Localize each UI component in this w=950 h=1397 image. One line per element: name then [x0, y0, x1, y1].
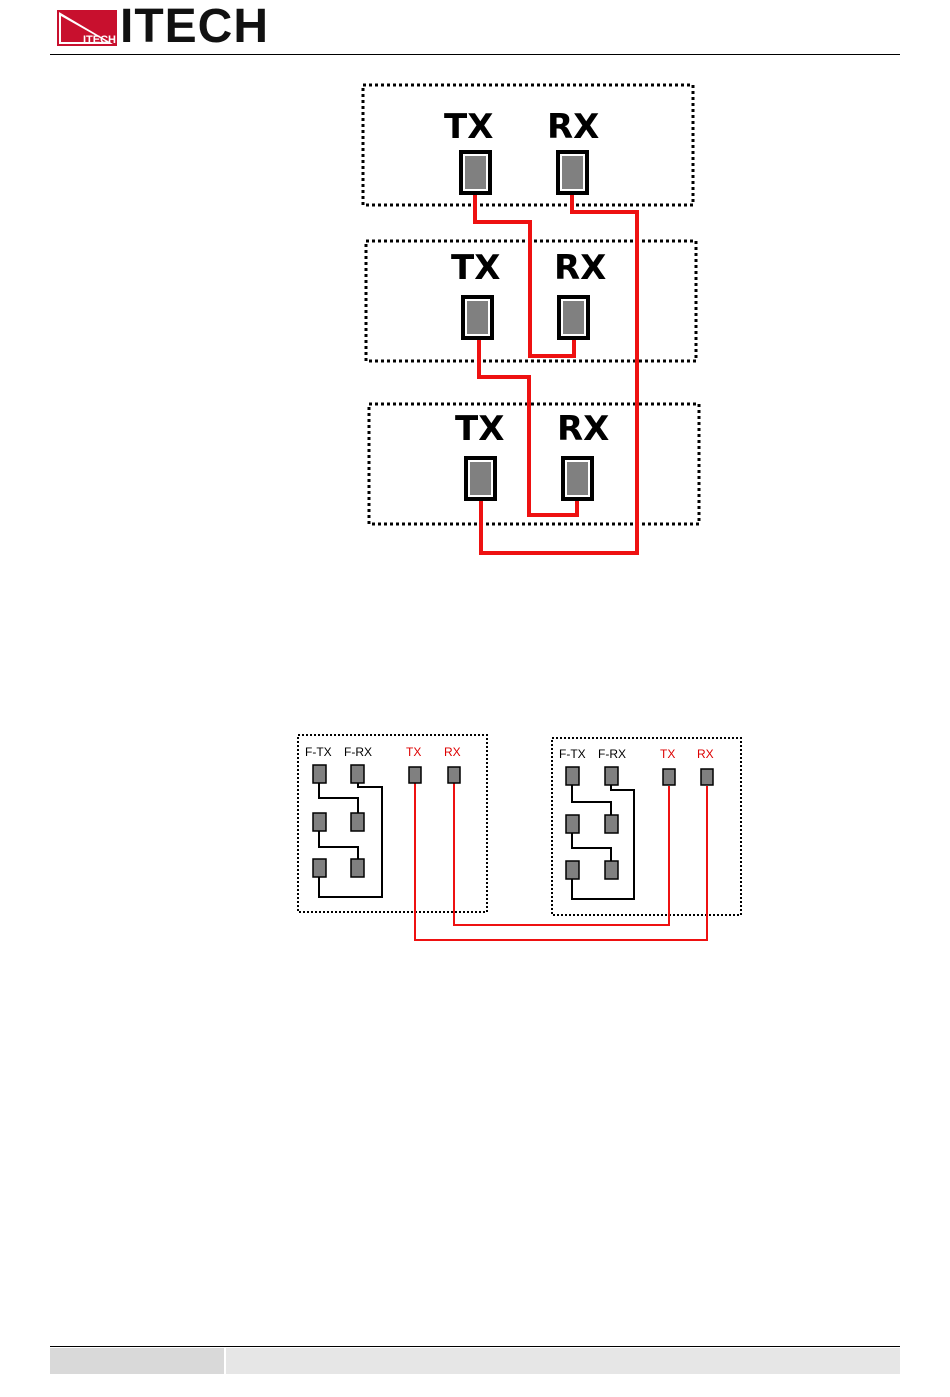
- unit1-tx-label: TX: [444, 107, 493, 147]
- footer-bar-left: [50, 1348, 224, 1374]
- footer-rule: [50, 1346, 900, 1347]
- connection-diagram: TX RX TX RX TX RX: [0, 0, 950, 1340]
- unit3-tx-label: TX: [455, 409, 504, 449]
- top-diagram: TX RX TX RX TX RX: [363, 85, 699, 553]
- left-frx-label: F-RX: [344, 745, 372, 759]
- bottom-diagram: F-TX F-RX TX RX F-TX F-RX TX RX: [298, 735, 741, 940]
- bottom-link-wires: [415, 782, 707, 940]
- unit2-rx-label: RX: [554, 248, 606, 288]
- unit1-rx-port: [556, 150, 589, 195]
- unit-box-3: [369, 404, 699, 524]
- right-rx-label: RX: [697, 747, 714, 761]
- unit2-rx-port: [557, 295, 590, 340]
- right-frx-label: F-RX: [598, 747, 626, 761]
- unit3-rx-label: RX: [557, 409, 609, 449]
- left-ports: [313, 765, 460, 877]
- footer-bar-right: [226, 1348, 900, 1374]
- unit2-tx-port: [461, 295, 494, 340]
- unit1-tx-port: [459, 150, 492, 195]
- bottom-unit-box-right: [552, 738, 741, 915]
- left-ftx-label: F-TX: [305, 745, 332, 759]
- right-jumper-wires: [572, 784, 634, 899]
- right-ports: [566, 767, 713, 879]
- left-jumper-wires: [319, 782, 382, 897]
- wire-left-tx-right-rx: [415, 782, 707, 940]
- unit-box-1: [363, 85, 693, 205]
- unit3-tx-port: [464, 456, 497, 501]
- left-rx-label: RX: [444, 745, 461, 759]
- unit3-rx-port: [561, 456, 594, 501]
- right-tx-label: TX: [660, 747, 675, 761]
- unit1-rx-label: RX: [547, 107, 599, 147]
- unit2-tx-label: TX: [451, 248, 500, 288]
- left-tx-label: TX: [406, 745, 421, 759]
- right-ftx-label: F-TX: [559, 747, 586, 761]
